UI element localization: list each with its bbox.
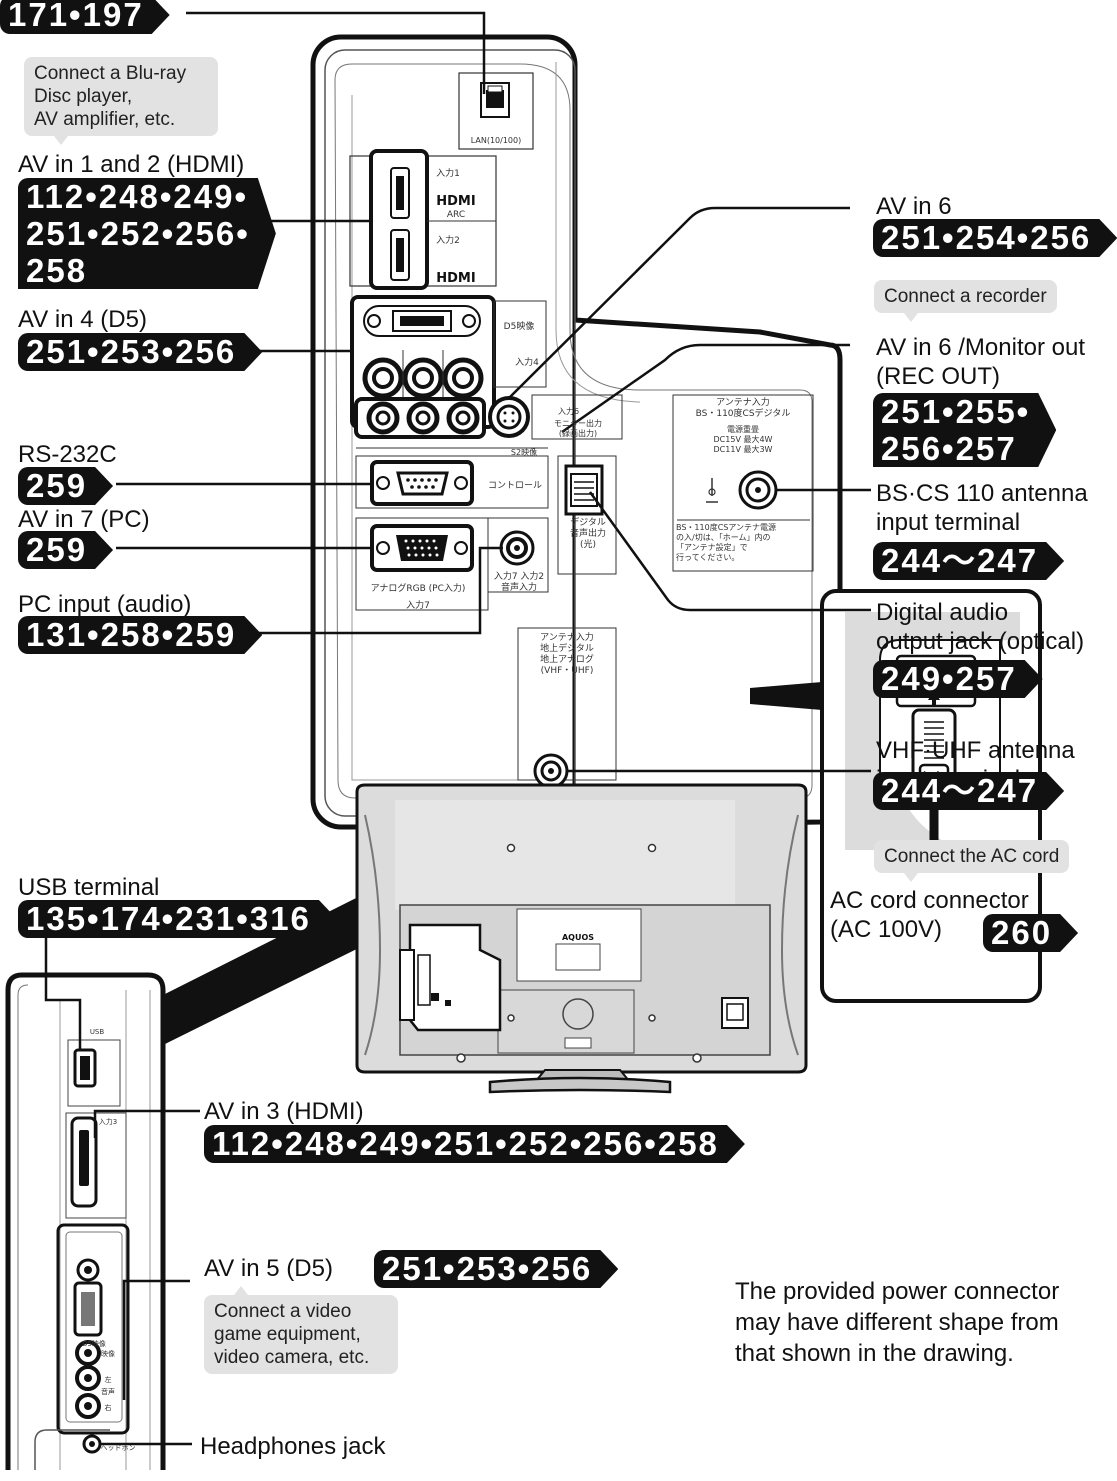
label-av6-monitor: AV in 6 /Monitor out (REC OUT) (876, 333, 1085, 391)
page-ref-av6[interactable]: 251•254•256 (873, 219, 1117, 257)
label-pc: AV in 7 (PC) (18, 505, 150, 534)
recorder-note: Connect a recorder (874, 280, 1057, 313)
label-av6: AV in 6 (876, 192, 952, 221)
page-ref-vhf[interactable]: 244〜247 (873, 772, 1064, 810)
page-ref-digital-audio[interactable]: 249•257 (873, 660, 1043, 698)
bs-antenna-panel-note: BS・110度CSアンテナ電源 の入/切は、「ホーム」内の 「アンテナ設定」で … (676, 523, 810, 563)
bs-antenna-panel-title: アンテナ入力 BS・110度CSデジタル (676, 398, 810, 420)
in7-audio-panel-label: 入力7 入力2 音声入力 (488, 572, 550, 594)
side-terminal-panel (8, 975, 163, 1470)
bs-power-panel-label: 電源重畳 DC15V 最大4W DC11V 最大3W (676, 425, 810, 455)
label-usb: USB terminal (18, 873, 159, 902)
svg-text:ヘッドホン: ヘッドホン (101, 1444, 136, 1452)
svg-text:入力4: 入力4 (515, 356, 539, 368)
page-ref-av6-monitor[interactable]: 251•255• 256•257 (873, 393, 1056, 467)
terrestrial-panel-label: アンテナ入力 地上デジタル 地上アナログ (VHF・UHF) (520, 633, 614, 677)
label-rs232c: RS-232C (18, 440, 117, 469)
svg-text:HDMI: HDMI (436, 194, 475, 209)
page-ref-usb[interactable]: 135•174•231•316 (18, 900, 337, 938)
ac-cord-note: Connect the AC cord (874, 840, 1069, 873)
svg-text:S2映像: S2映像 (511, 447, 537, 457)
svg-text:HDMI: HDMI (436, 271, 475, 286)
page-ref-d5-in5[interactable]: 251•253•256 (374, 1250, 618, 1288)
page-ref-d5-in4[interactable]: 251•253•256 (18, 333, 262, 371)
svg-text:D5映像: D5映像 (82, 1339, 106, 1348)
svg-text:アナログRGB (PC入力): アナログRGB (PC入力) (371, 582, 466, 594)
page-ref-pc[interactable]: 259 (18, 531, 113, 569)
label-digital-audio: Digital audio output jack (optical) (876, 598, 1084, 656)
label-hdmi3: AV in 3 (HDMI) (204, 1097, 364, 1126)
digital-out-panel-label: デジタル 音声出力 (光) (563, 518, 613, 551)
svg-text:左: 左 (105, 1375, 112, 1384)
svg-text:入力2: 入力2 (436, 234, 460, 246)
game-note: Connect a video game equipment, video ca… (204, 1295, 398, 1374)
svg-text:入力3: 入力3 (99, 1117, 117, 1126)
svg-text:映像: 映像 (101, 1349, 115, 1358)
label-headphones: Headphones jack (200, 1432, 385, 1461)
page-ref-rs232c[interactable]: 259 (18, 467, 113, 505)
label-d5-in5: AV in 5 (D5) (204, 1254, 333, 1283)
page-ref-ac[interactable]: 260 (983, 914, 1078, 952)
page-ref-bscs[interactable]: 244〜247 (873, 542, 1064, 580)
lan-label: LAN(10/100) (471, 136, 521, 145)
page-ref-pc-audio[interactable]: 131•258•259 (18, 616, 262, 654)
svg-text:(録画出力): (録画出力) (559, 428, 597, 438)
label-hdmi12: AV in 1 and 2 (HDMI) (18, 150, 244, 179)
svg-text:ARC: ARC (447, 210, 465, 220)
power-connector-note: The provided power connector may have di… (735, 1276, 1059, 1369)
svg-text:入力6: 入力6 (558, 406, 579, 416)
bluray-note: Connect a Blu-ray Disc player, AV amplif… (24, 57, 218, 136)
label-bscs: BS·CS 110 antenna input terminal (876, 479, 1088, 537)
svg-text:音声: 音声 (101, 1387, 115, 1396)
svg-text:入力7: 入力7 (406, 599, 430, 611)
page-ref-lan[interactable]: 171•197 (0, 0, 170, 34)
label-pc-audio: PC input (audio) (18, 590, 191, 619)
svg-text:コントロール: コントロール (488, 481, 542, 491)
label-d5-in4: AV in 4 (D5) (18, 305, 147, 334)
svg-text:入力1: 入力1 (436, 167, 460, 179)
svg-text:USB: USB (90, 1028, 105, 1036)
svg-text:モニター出力: モニター出力 (554, 418, 602, 428)
page-ref-hdmi3[interactable]: 112•248•249•251•252•256•258 (204, 1125, 745, 1163)
svg-text:右: 右 (105, 1403, 112, 1412)
svg-text:AQUOS: AQUOS (562, 933, 594, 942)
svg-text:D5映像: D5映像 (504, 320, 535, 332)
page-ref-hdmi12[interactable]: 112•248•249• 251•252•256• 258 (18, 178, 276, 289)
